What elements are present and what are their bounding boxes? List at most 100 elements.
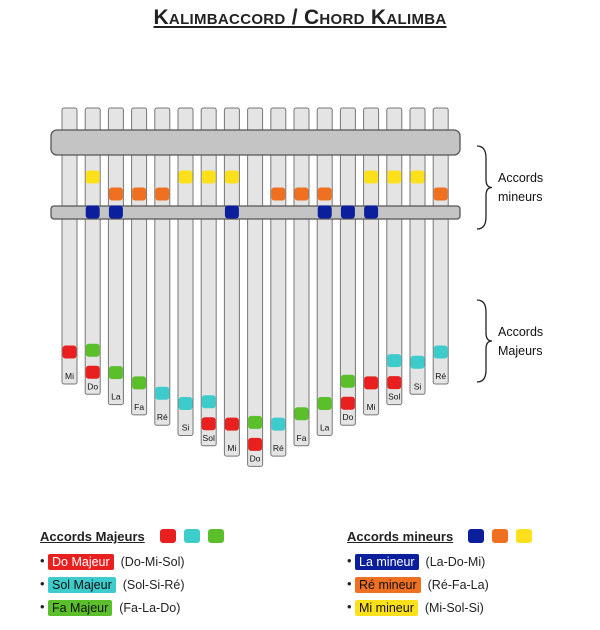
major-chord-marker-cyan: [410, 355, 425, 369]
minor-chords-bracket-label: Accords: [498, 171, 543, 185]
legend-item-la-mineur: •La mineur (La-Do-Mi): [347, 553, 486, 570]
major-chords-bracket: [476, 299, 493, 383]
minor-chord-marker-orange: [108, 187, 123, 201]
major-chords-bracket-label: Majeurs: [498, 344, 542, 358]
major-chord-marker-cyan: [433, 345, 448, 359]
major-chords-bracket-label: Accords: [498, 325, 543, 339]
legend-notes: (Ré-Fa-La): [427, 577, 489, 592]
tine: [432, 107, 449, 385]
minor-chords-bracket-label: mineurs: [498, 190, 542, 204]
top-bridge-bar: [50, 129, 461, 156]
minor-chord-marker-orange: [294, 187, 309, 201]
tine-note-label: Fa: [134, 402, 144, 412]
minor-chord-marker-yellow: [224, 170, 239, 184]
tine-note-label: Sol: [203, 433, 215, 443]
tine: [270, 107, 287, 457]
tine-note-label: La: [320, 423, 330, 433]
minor-chord-marker-blue: [85, 205, 100, 219]
legend-tag: Ré mineur: [355, 576, 421, 593]
minor-chord-marker-orange: [132, 187, 147, 201]
tine: [247, 107, 264, 467]
legend-tag: Sol Majeur: [48, 576, 116, 593]
legend-notes: (Fa-La-Do): [119, 600, 181, 615]
major-chord-marker-cyan: [155, 386, 170, 400]
tine: [339, 107, 356, 426]
tine-note-label: Fa: [297, 433, 307, 443]
kalimba-diagram: MiDoLaFaRéSiSolMiDoRéFaLaDoMiSolSiRéAcco…: [50, 107, 543, 467]
tine-note-label: Do: [250, 453, 261, 463]
tine-note-label: Mi: [367, 402, 376, 412]
legend-tag: Do Majeur: [48, 553, 114, 570]
tine-note-label: Si: [182, 423, 190, 433]
tine-note-label: Mi: [65, 371, 74, 381]
tine: [154, 107, 171, 426]
legend-majeurs-swatch-green: [208, 529, 224, 543]
legend-mineurs-swatch-yellow: [516, 529, 532, 543]
minor-chord-marker-blue: [364, 205, 379, 219]
legend-item-fa-majeur: •Fa Majeur (Fa-La-Do): [40, 599, 181, 616]
tine-note-label: La: [111, 392, 121, 402]
major-chord-marker-green: [85, 343, 100, 357]
tine-note-label: Ré: [435, 371, 446, 381]
tine-note-label: Ré: [157, 412, 168, 422]
major-chord-marker-red: [85, 365, 100, 379]
major-chord-marker-green: [294, 407, 309, 421]
legend-majeurs-heading: Accords Majeurs: [40, 529, 145, 544]
tine: [200, 107, 217, 447]
minor-chord-marker-yellow: [85, 170, 100, 184]
minor-chord-marker-blue: [340, 205, 355, 219]
tine-note-label: Ré: [273, 443, 284, 453]
minor-chord-marker-blue: [108, 205, 123, 219]
tine: [223, 107, 240, 457]
major-chord-marker-green: [340, 374, 355, 388]
major-chord-marker-cyan: [387, 354, 402, 368]
legend-majeurs-swatch-cyan: [184, 529, 200, 543]
major-chord-marker-green: [108, 366, 123, 380]
legend-notes: (La-Do-Mi): [425, 554, 486, 569]
legend-item-re-mineur: •Ré mineur (Ré-Fa-La): [347, 576, 489, 593]
legend-notes: (Do-Mi-Sol): [120, 554, 185, 569]
legend-mineurs-swatch-orange: [492, 529, 508, 543]
minor-chord-marker-yellow: [410, 170, 425, 184]
tine-note-label: Si: [414, 381, 422, 391]
major-chord-marker-red: [387, 376, 402, 390]
major-chord-marker-red: [62, 345, 77, 359]
minor-chord-marker-blue: [317, 205, 332, 219]
minor-chords-bracket: [476, 145, 493, 230]
minor-chord-marker-blue: [224, 205, 239, 219]
minor-chord-marker-yellow: [201, 170, 216, 184]
major-chord-marker-red: [201, 417, 216, 431]
legend-tag: Mi mineur: [355, 599, 418, 616]
legend-notes: (Sol-Si-Ré): [122, 577, 185, 592]
tine: [316, 107, 333, 436]
legend-mineurs-heading: Accords mineurs: [347, 529, 454, 544]
minor-chord-marker-orange: [271, 187, 286, 201]
tine: [107, 107, 124, 406]
minor-chord-marker-orange: [317, 187, 332, 201]
legend-mineurs-swatch-blue: [468, 529, 484, 543]
page-title: Kalimbaccord / Chord Kalimba: [153, 6, 447, 29]
major-chord-marker-cyan: [271, 417, 286, 431]
major-chord-marker-cyan: [201, 395, 216, 409]
tine-note-label: Do: [87, 381, 98, 391]
tine-note-label: Do: [342, 412, 353, 422]
middle-bridge-bar: [50, 205, 461, 220]
tine-note-label: Mi: [227, 443, 236, 453]
major-chord-marker-red: [224, 417, 239, 431]
legend-notes: (Mi-Sol-Si): [424, 600, 484, 615]
legend-item-mi-mineur: •Mi mineur (Mi-Sol-Si): [347, 599, 484, 616]
minor-chord-marker-yellow: [364, 170, 379, 184]
legend-item-sol-majeur: •Sol Majeur (Sol-Si-Ré): [40, 576, 185, 593]
minor-chord-marker-orange: [433, 187, 448, 201]
tine: [363, 107, 380, 416]
major-chord-marker-red: [364, 376, 379, 390]
legend-item-do-majeur: •Do Majeur (Do-Mi-Sol): [40, 553, 185, 570]
minor-chord-marker-yellow: [178, 170, 193, 184]
major-chord-marker-red: [340, 396, 355, 410]
major-chord-marker-cyan: [178, 397, 193, 410]
major-chord-marker-green: [132, 376, 147, 390]
major-chord-marker-green: [248, 415, 263, 429]
tine: [293, 107, 310, 447]
legend-tag: Fa Majeur: [48, 599, 113, 616]
tine: [131, 107, 148, 416]
